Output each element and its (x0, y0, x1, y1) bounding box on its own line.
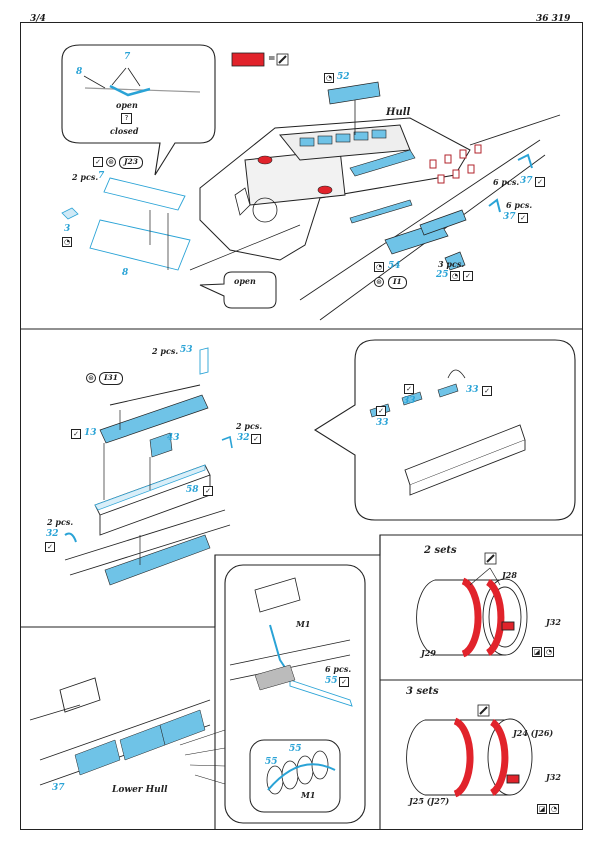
plastic-part-icon: ⊛ (86, 373, 96, 383)
part-37-lower-label: 37 (52, 783, 65, 793)
part-33a-label: 33 (403, 396, 416, 406)
part-54-label: 54 (388, 261, 401, 271)
part-13-label: 13 (84, 428, 97, 438)
page-number: 3/4 (30, 14, 46, 24)
open-label: open (234, 276, 256, 286)
ref-m1a: M1 (296, 619, 311, 629)
ref-j28: J28 (502, 570, 517, 580)
check-icon: ✓ (482, 386, 492, 396)
part-53-label: 53 (180, 345, 193, 355)
part-25-label: 25 (436, 270, 449, 280)
callout-part-7: 7 (124, 52, 131, 62)
qty-part-37a: 6 pcs. (493, 177, 520, 187)
part-37a-label: 37 (520, 176, 533, 186)
part-37b-label: 37 (503, 212, 516, 222)
check-icon: ✓ (45, 542, 55, 552)
catalog-code: 36 319 (536, 14, 571, 24)
fold-icon: ◔ (62, 237, 72, 247)
ref-m1b: M1 (301, 790, 316, 800)
hull-title: Hull (386, 107, 411, 118)
ref-j24: J24 (J26) (513, 728, 554, 738)
part-7-label: 7 (98, 171, 105, 181)
qty-part-32b: 2 pcs. (47, 517, 74, 527)
ref-i31: I31 (99, 372, 123, 385)
part-3-label: 3 (64, 224, 71, 234)
box-callout (313, 339, 576, 521)
ref-j32: J32 (546, 617, 561, 627)
callout-open-label: open (116, 100, 138, 110)
callout-part-8: 8 (76, 67, 83, 77)
ref-j25: J25 (J27) (409, 796, 450, 806)
plastic-part-icon: ⊛ (374, 277, 384, 287)
part-52-label: 52 (337, 72, 350, 82)
check-icon: ✓ (71, 429, 81, 439)
check-icon: ✓ (93, 157, 103, 167)
qty-part-32a: 2 pcs. (236, 421, 263, 431)
check-icon: ✓ (339, 677, 349, 687)
check-icon: ✓ (203, 486, 213, 496)
fold-icon: ◔ (544, 647, 554, 657)
three-sets-title: 3 sets (406, 686, 439, 697)
part-33b-label: 33 (376, 418, 389, 428)
paint-icon: ◪ (537, 804, 547, 814)
callout-closed-label: closed (110, 126, 139, 136)
ref-j29: J29 (421, 648, 436, 658)
ref-j23: J23 (119, 156, 143, 169)
part-32b-label: 32 (46, 529, 59, 539)
lower-hull-title: Lower Hull (112, 785, 168, 795)
part-33c-label: 33 (466, 385, 479, 395)
paint-icon: ◪ (532, 647, 542, 657)
qty-part-7: 2 pcs. (72, 172, 99, 182)
part-55-label: 55 (325, 676, 338, 686)
two-sets-title: 2 sets (424, 545, 457, 556)
fold-icon: ◔ (549, 804, 559, 814)
check-icon: ✓ (404, 384, 414, 394)
part-43-label: 43 (167, 433, 180, 443)
qty-part-55: 6 pcs. (325, 664, 352, 674)
fold-icon: ◔ (450, 271, 460, 281)
part-55b-label: 55 (289, 744, 302, 754)
ref-j32b: J32 (546, 772, 561, 782)
part-32a-label: 32 (237, 433, 250, 443)
question-box: ? (121, 113, 132, 124)
page-frame (20, 22, 583, 830)
part-55c-label: 55 (265, 757, 278, 767)
qty-part-25: 3 pcs. (438, 259, 465, 269)
fold-icon: ◔ (324, 73, 334, 83)
qty-part-37b: 6 pcs. (506, 200, 533, 210)
check-icon: ✓ (251, 434, 261, 444)
fold-icon: ◔ (374, 262, 384, 272)
check-icon: ✓ (518, 213, 528, 223)
ref-i1: I1 (388, 276, 407, 289)
plastic-part-icon: ⊛ (106, 157, 116, 167)
part-58-label: 58 (186, 485, 199, 495)
qty-part-53: 2 pcs. (152, 346, 179, 356)
check-icon: ✓ (463, 271, 473, 281)
part-8-label: 8 (122, 268, 129, 278)
check-icon: ✓ (535, 177, 545, 187)
callout-bubble (61, 44, 216, 176)
legend-equals: = (268, 54, 276, 64)
check-icon: ✓ (376, 406, 386, 416)
